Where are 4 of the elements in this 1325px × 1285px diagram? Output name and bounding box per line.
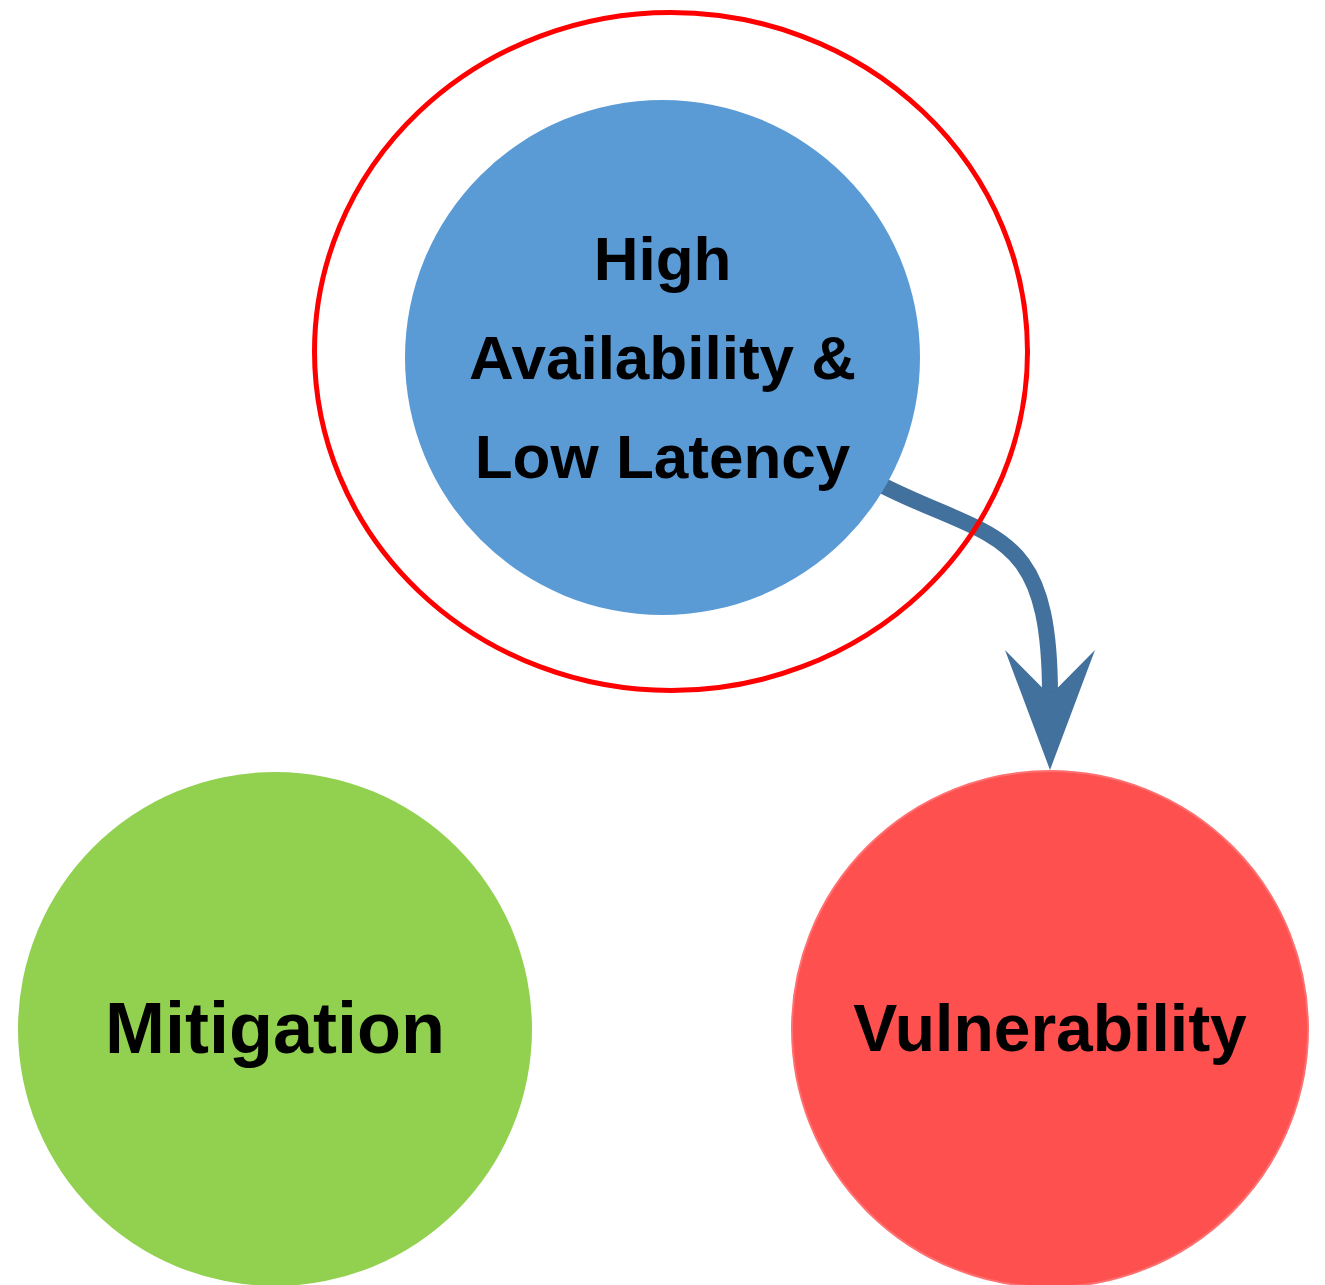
node-label: Vulnerability bbox=[852, 990, 1248, 1068]
node-label: High Availability & Low Latency bbox=[467, 222, 857, 494]
node-label: Mitigation bbox=[104, 987, 446, 1071]
arrow bbox=[880, 479, 1094, 770]
